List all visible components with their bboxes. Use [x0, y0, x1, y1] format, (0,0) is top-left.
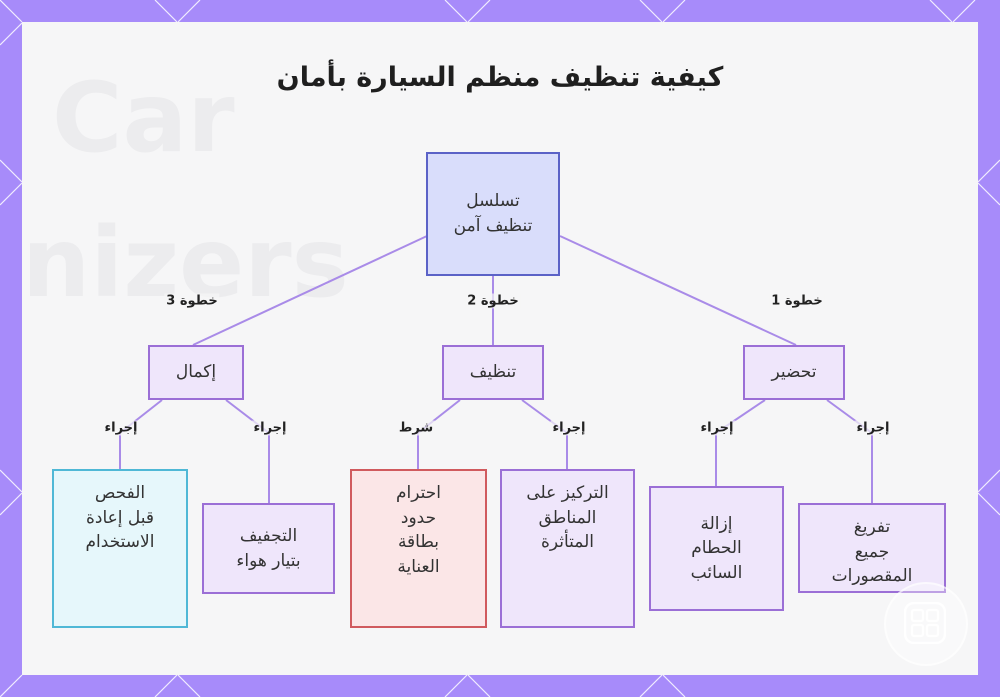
- node-label: إكمال: [175, 362, 217, 383]
- node-respect-care-label: احترام حدود بطاقة العناية: [350, 469, 487, 628]
- node-clean: تنظيف: [442, 345, 544, 400]
- node-finish: إكمال: [148, 345, 244, 400]
- edge-label-condition: شرط: [396, 420, 436, 436]
- edge-label-action: إجراء: [251, 420, 289, 436]
- node-inspect-before-reuse: الفحص قبل إعادة الاستخدام: [52, 469, 188, 628]
- node-prepare: تحضير: [743, 345, 845, 400]
- edge-label-step3: خطوة 3: [164, 293, 220, 309]
- node-label: إزالة الحطام السائب: [690, 513, 743, 583]
- watermark-text: Car: [52, 62, 235, 174]
- grid-app-icon: [884, 582, 968, 666]
- edge-label-action: إجراء: [854, 420, 892, 436]
- node-air-dry: التجفيف بتيار هواء: [202, 503, 335, 594]
- node-label: الفحص قبل إعادة الاستخدام: [85, 483, 155, 553]
- diagram-title: كيفية تنظيف منظم السيارة بأمان: [276, 62, 724, 93]
- node-focus-affected-areas: التركيز على المناطق المتأثرة: [500, 469, 635, 628]
- edge-label-action: إجراء: [698, 420, 736, 436]
- node-empty-compartments: تفريغ جميع المقصورات: [798, 503, 946, 593]
- node-remove-debris: إزالة الحطام السائب: [649, 486, 784, 611]
- node-label: التركيز على المناطق المتأثرة: [526, 483, 609, 553]
- edge-label-action: إجراء: [550, 420, 588, 436]
- node-label: التجفيف بتيار هواء: [236, 525, 301, 571]
- edge-root-finish: [192, 235, 428, 346]
- edge-label-action: إجراء: [102, 420, 140, 436]
- node-safe-cleaning-sequence: تسلسل تنظيف آمن: [426, 152, 560, 276]
- node-label: تحضير: [771, 362, 817, 383]
- node-label: احترام حدود بطاقة العناية: [396, 483, 441, 577]
- node-label: تفريغ جميع المقصورات: [831, 517, 913, 587]
- edge-root-prepare: [559, 235, 797, 346]
- edge-label-step1: خطوة 1: [769, 293, 825, 309]
- node-label: تنظيف: [469, 362, 517, 383]
- node-label: تسلسل تنظيف آمن: [453, 191, 533, 236]
- edge-label-step2: خطوة 2: [465, 293, 521, 309]
